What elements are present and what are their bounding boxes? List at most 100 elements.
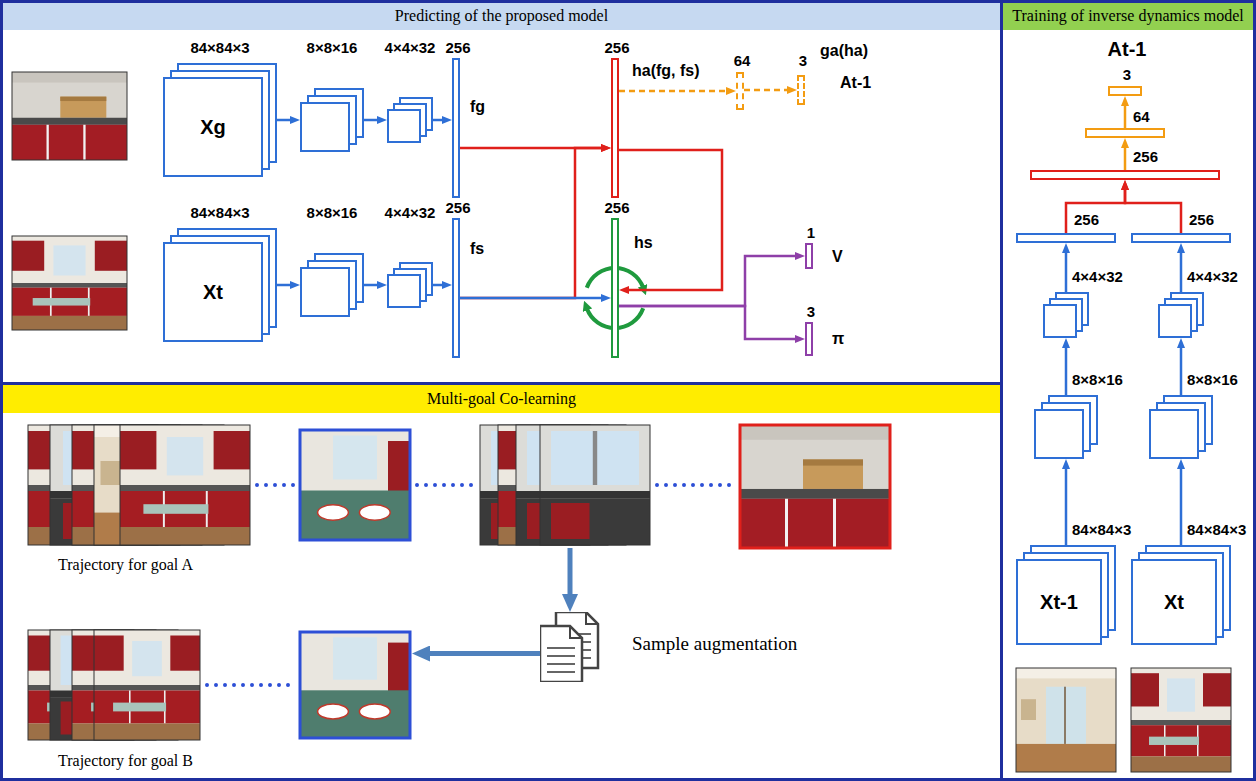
input-label: Xt — [203, 281, 223, 304]
feature-map — [1149, 409, 1199, 459]
connector-arrow — [433, 119, 442, 122]
feature-map-stack: 84×84×3Xt — [163, 228, 277, 342]
photo-part — [1203, 673, 1231, 706]
layer-bar: 256 — [1016, 233, 1116, 243]
dimension-label: 8×8×16 — [1187, 371, 1238, 388]
photo-part — [33, 298, 90, 306]
connector-arrow — [364, 119, 377, 122]
document-box: Sample augmentation — [540, 612, 600, 682]
layer-bar: 1V — [805, 243, 813, 269]
document-page — [540, 626, 582, 682]
photo-part — [540, 425, 650, 545]
document-line — [547, 655, 575, 657]
photo-part — [167, 437, 203, 475]
connector-arrow — [744, 89, 787, 92]
photo-part — [12, 125, 127, 160]
photo-part — [740, 489, 890, 499]
document-line — [547, 671, 575, 673]
dimension-label: 8×8×16 — [307, 39, 358, 56]
photo-part — [388, 643, 410, 696]
connector-arrow — [1065, 253, 1068, 292]
photo-part — [94, 636, 124, 671]
dimension-label: 256 — [1133, 148, 1158, 165]
connector-arrow — [460, 148, 601, 298]
layer-bar-dashed: 64 — [736, 72, 744, 110]
photo — [1131, 668, 1231, 772]
dimension-label: 256 — [445, 39, 470, 56]
photo — [1016, 668, 1116, 772]
photo-frame — [300, 430, 410, 540]
dimension-label: 8×8×16 — [307, 204, 358, 221]
photo-part — [300, 430, 410, 540]
connector-arrow — [1065, 348, 1068, 395]
document-line — [547, 647, 575, 649]
photo-part — [551, 503, 590, 539]
dotted-line — [207, 683, 294, 687]
connector-arrow — [433, 284, 442, 287]
feature-map — [1034, 409, 1084, 459]
variable-label: π — [832, 330, 844, 348]
feature-map-stack: 4×4×32 — [387, 97, 433, 143]
photo-part — [300, 491, 410, 541]
photo-part — [60, 97, 106, 118]
dimension-label: 64 — [1133, 108, 1150, 125]
connector-arrow — [1180, 253, 1183, 292]
document-fold — [586, 612, 598, 624]
dimension-label: 84×84×3 — [190, 204, 249, 221]
dimension-label: 3 — [1123, 66, 1131, 83]
photo-frame — [12, 236, 127, 330]
photo-part — [300, 632, 410, 738]
connector-arrow — [1180, 469, 1183, 545]
connector-arrow — [1066, 190, 1125, 233]
connector-arrow — [364, 284, 377, 287]
input-label: Xt — [1164, 591, 1184, 614]
photo-part — [94, 630, 200, 740]
layer-bar: 256fs — [452, 218, 460, 358]
photo-part — [1016, 744, 1116, 772]
photo-part — [593, 431, 597, 485]
photo-part — [318, 505, 349, 520]
variable-label: ga(ha) — [820, 42, 868, 60]
input-label: Xg — [200, 116, 226, 139]
photo-part — [540, 498, 650, 545]
photo-part — [120, 527, 250, 545]
connector-arrow — [277, 284, 290, 287]
dimension-label: 1 — [807, 224, 815, 241]
photo-part — [359, 505, 390, 520]
photo-part — [1021, 699, 1036, 720]
photo-part — [740, 425, 890, 440]
photo-part — [120, 425, 250, 545]
layer-bar: At-13 — [1108, 86, 1142, 96]
feature-map — [300, 102, 350, 152]
panel-title: Predicting of the proposed model — [395, 7, 608, 25]
photo-part — [60, 97, 106, 101]
dotted-line — [417, 483, 474, 487]
dimension-label: 256 — [604, 199, 629, 216]
input-label: At-1 — [1108, 38, 1147, 61]
photo-frame — [300, 632, 410, 738]
layer-bar: 256 — [1131, 233, 1231, 243]
photo-part — [120, 491, 250, 527]
feature-map — [387, 274, 421, 308]
photo-part — [120, 485, 250, 491]
feature-map-stack: 84×84×3Xt — [1131, 545, 1231, 645]
dotted-links — [207, 485, 734, 685]
photo-part — [12, 72, 127, 160]
dimension-label: 84×84×3 — [190, 39, 249, 56]
connector-arrow — [568, 548, 573, 594]
photo-part — [1131, 756, 1231, 772]
photo — [300, 632, 410, 738]
photo-frame — [1131, 668, 1231, 772]
document-icon — [540, 612, 600, 682]
photo-part — [12, 288, 127, 316]
connector-arrow — [619, 306, 795, 339]
photo — [12, 72, 127, 160]
photo-part — [1131, 668, 1231, 772]
photo-part — [120, 431, 156, 469]
layer-bar: 256hs — [611, 218, 619, 358]
feature-map-stack: 4×4×32 — [1158, 292, 1204, 338]
dimension-label: 64 — [734, 52, 751, 69]
photo-part — [388, 441, 410, 496]
photo-part — [551, 431, 639, 485]
photo — [740, 425, 890, 548]
